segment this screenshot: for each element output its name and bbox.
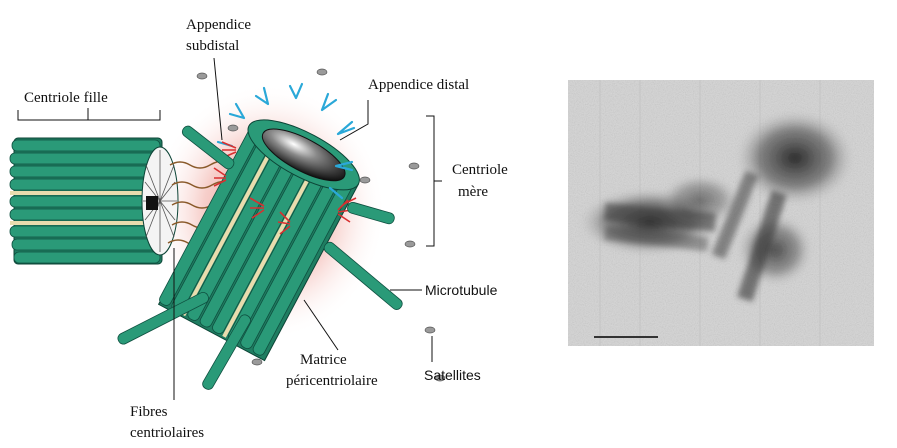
label-matrice: Matrice [300,352,347,368]
satellite [409,163,419,169]
label-fibres: Fibres [130,404,168,420]
centrosome-schematic: Appendice subdistal Appendice distal Cen… [10,17,508,441]
satellite [360,177,370,183]
satellite [317,69,327,75]
label-appendice-subdistal-2: subdistal [186,38,239,54]
satellite [197,73,207,79]
label-fibres-2: centriolaires [130,425,204,441]
satellite [252,359,262,365]
electron-micrograph [568,80,874,346]
daughter-centriole [10,138,178,264]
satellite [228,125,238,131]
satellite [425,327,435,333]
label-centriole-mere: Centriole [452,162,508,178]
label-satellites: Satellites [424,367,481,383]
label-centriole-mere-2: mère [458,184,488,200]
label-matrice-2: péricentriolaire [286,373,378,389]
label-microtubule: Microtubule [425,282,498,298]
label-appendice-subdistal: Appendice [186,17,251,33]
satellite [405,241,415,247]
label-centriole-fille: Centriole fille [24,90,108,106]
label-appendice-distal: Appendice distal [368,77,469,93]
